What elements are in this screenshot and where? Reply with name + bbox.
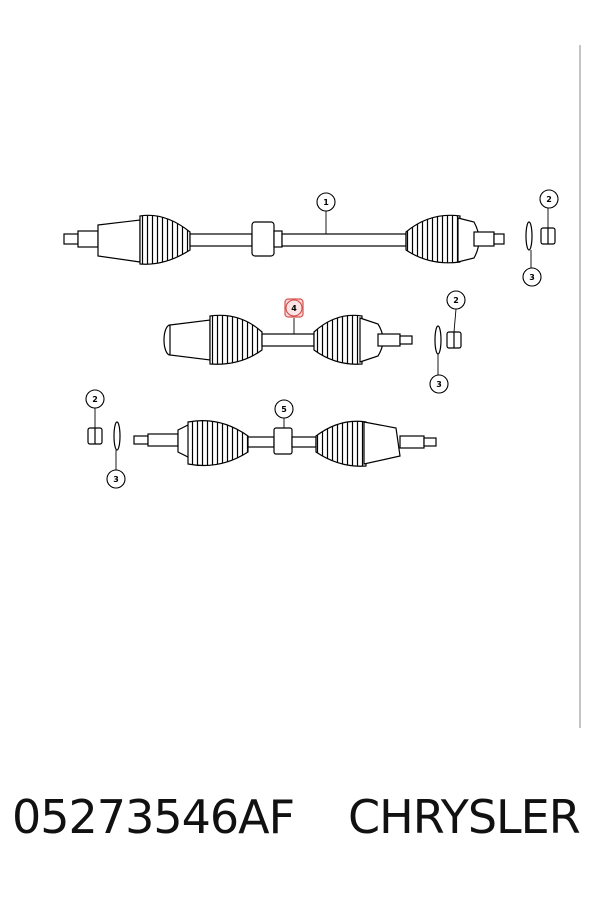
- nut-2b: [446, 331, 462, 349]
- callout-2b: 2: [446, 290, 466, 310]
- callout-3b: 3: [429, 374, 449, 394]
- nut-2c: [87, 427, 103, 445]
- part-number: 05273546AF: [12, 790, 295, 844]
- drive-shaft-4: [163, 314, 413, 365]
- callout-3c: 3: [106, 469, 126, 489]
- callout-2c-label: 2: [92, 395, 98, 404]
- drive-shaft-1: [63, 214, 505, 265]
- callout-3b-label: 3: [436, 380, 442, 389]
- brand-name: CHRYSLER: [348, 790, 581, 844]
- callout-4-label: 4: [291, 304, 297, 313]
- drive-shaft-5: [133, 420, 437, 467]
- callout-2a-label: 2: [546, 195, 552, 204]
- callout-2c: 2: [85, 389, 105, 409]
- washer-3b: [434, 325, 442, 355]
- callout-4: 4: [284, 298, 304, 318]
- part-caption: 05273546AF CHRYSLER: [0, 790, 600, 870]
- callout-5: 5: [274, 399, 294, 419]
- callout-3a-label: 3: [529, 273, 535, 282]
- nut-2a: [540, 227, 556, 245]
- callout-3a: 3: [522, 267, 542, 287]
- callout-5-label: 5: [281, 405, 287, 414]
- leader-lines: [94, 208, 549, 470]
- washer-3a: [525, 221, 533, 251]
- callout-2b-label: 2: [453, 296, 459, 305]
- callout-2a: 2: [539, 189, 559, 209]
- callout-3c-label: 3: [113, 475, 119, 484]
- drive-shaft-diagram: 1 2 3 4 2 3 2 3 5: [63, 45, 581, 728]
- washer-3c: [113, 421, 121, 451]
- callout-1: 1: [316, 192, 336, 212]
- callout-1-label: 1: [323, 198, 329, 207]
